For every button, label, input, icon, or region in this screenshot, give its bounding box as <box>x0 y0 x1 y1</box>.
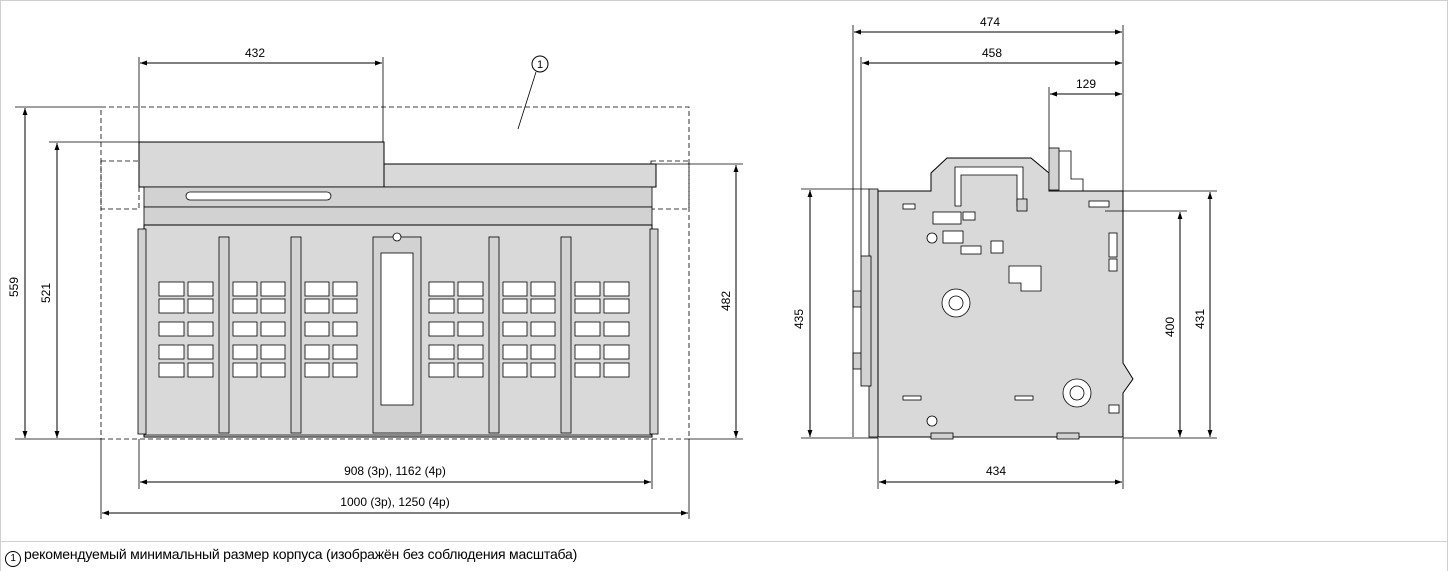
terminal-cell <box>457 321 484 337</box>
terminal-cell <box>457 362 484 378</box>
terminal-cell <box>428 281 455 297</box>
caption-marker: 1 <box>5 551 21 567</box>
terminal-cell <box>574 321 601 337</box>
terminal-cell <box>574 344 601 360</box>
front-view <box>100 106 690 440</box>
terminal-cell <box>530 298 556 314</box>
terminal-cell <box>232 344 258 360</box>
terminal-cell <box>232 321 258 337</box>
terminal-cell <box>187 298 214 314</box>
enclosure-outline <box>100 106 690 440</box>
terminal-cell <box>260 321 286 337</box>
terminal-cell <box>457 281 484 297</box>
terminal-cell <box>530 362 556 378</box>
terminal-cell <box>457 344 484 360</box>
terminal-cell <box>158 344 185 360</box>
terminal-cell <box>304 362 330 378</box>
dim-432: 432 <box>245 46 265 60</box>
dim-434: 434 <box>986 464 1006 478</box>
terminal-grid <box>158 281 630 378</box>
terminal-cell <box>530 344 556 360</box>
dim-458: 458 <box>982 46 1002 60</box>
dim-559: 559 <box>7 277 21 297</box>
terminal-cell <box>603 321 630 337</box>
dim-474: 474 <box>980 15 1000 29</box>
side-cutout <box>1008 265 1042 292</box>
terminal-cell <box>574 298 601 314</box>
terminal-cell <box>260 298 286 314</box>
dim-400: 400 <box>1163 317 1177 337</box>
terminal-cell <box>332 321 358 337</box>
terminal-cell <box>158 298 185 314</box>
terminal-cell <box>304 321 330 337</box>
terminal-cell <box>603 362 630 378</box>
terminal-cell <box>332 298 358 314</box>
terminal-cell <box>428 321 455 337</box>
terminal-cell <box>304 298 330 314</box>
terminal-cell <box>332 281 358 297</box>
terminal-cell <box>260 362 286 378</box>
caption-text: рекомендуемый минимальный размер корпуса… <box>24 546 578 562</box>
dim-431: 431 <box>1193 309 1207 329</box>
front-dimensions: 432 559 521 482 908 (3p), 1162 (4p) <box>7 46 743 519</box>
enclosure-left-cutout <box>100 160 140 210</box>
terminal-cell <box>502 362 528 378</box>
side-body <box>877 157 1134 438</box>
terminal-cell <box>187 321 214 337</box>
terminal-cell <box>428 344 455 360</box>
terminal-cell <box>260 344 286 360</box>
terminal-cell <box>428 298 455 314</box>
terminal-cell <box>187 344 214 360</box>
terminal-cell <box>502 321 528 337</box>
terminal-cell <box>428 362 455 378</box>
breaker-slot <box>185 191 332 201</box>
breaker-mid-rail <box>143 206 653 226</box>
dim-482: 482 <box>719 291 733 311</box>
terminal-cell <box>332 344 358 360</box>
dim-129: 129 <box>1076 77 1096 91</box>
callout-marker <box>531 55 549 73</box>
terminal-cell <box>502 298 528 314</box>
terminal-cell <box>332 362 358 378</box>
breaker-top-right <box>383 163 657 188</box>
terminal-cell <box>158 321 185 337</box>
terminal-cell <box>574 281 601 297</box>
dim-908-1162: 908 (3p), 1162 (4p) <box>344 464 446 478</box>
front-posts <box>218 232 572 434</box>
terminal-cell <box>260 281 286 297</box>
terminal-cell <box>603 281 630 297</box>
terminal-cell <box>603 344 630 360</box>
side-dimensions: 474 458 129 435 400 431 <box>792 15 1217 489</box>
terminal-cell <box>457 298 484 314</box>
terminal-cell <box>502 344 528 360</box>
terminal-cell <box>530 281 556 297</box>
terminal-cell <box>304 281 330 297</box>
dim-435: 435 <box>792 309 806 329</box>
terminal-cell <box>232 362 258 378</box>
callout-number: 1 <box>537 59 543 71</box>
terminal-cell <box>304 344 330 360</box>
side-view <box>852 147 1134 440</box>
terminal-cell <box>158 281 185 297</box>
terminal-cell <box>530 321 556 337</box>
side-top-lever <box>1048 147 1060 191</box>
enclosure-right-cutout <box>650 160 690 210</box>
terminal-cell <box>502 281 528 297</box>
terminal-cell <box>158 362 185 378</box>
terminal-cell <box>603 298 630 314</box>
terminal-cell <box>187 362 214 378</box>
terminal-cell <box>574 362 601 378</box>
dim-521: 521 <box>39 283 53 303</box>
terminal-cell <box>232 298 258 314</box>
technical-drawing: 432 559 521 482 908 (3p), 1162 (4p) <box>7 15 1217 519</box>
terminal-cell <box>232 281 258 297</box>
breaker-top-block <box>138 141 385 188</box>
terminal-cell <box>187 281 214 297</box>
dim-1000-1250: 1000 (3p), 1250 (4p) <box>340 495 449 509</box>
